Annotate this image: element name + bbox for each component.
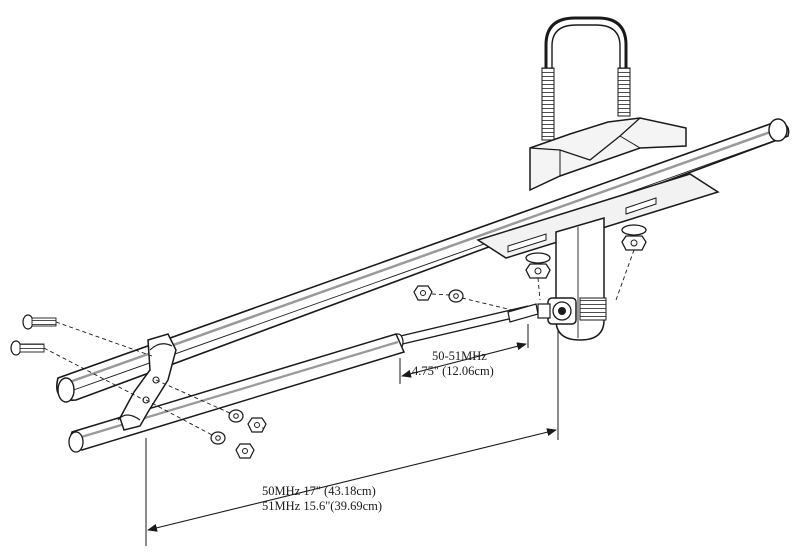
dimension-short-band-label: 50-51MHz [432, 349, 487, 363]
washer-1 [228, 409, 244, 423]
gamma-nut [413, 285, 433, 301]
dimension-short [399, 324, 529, 384]
coax-connector [537, 297, 607, 325]
nut-2 [235, 443, 255, 459]
dimension-long [145, 330, 559, 546]
washer-2 [210, 431, 226, 445]
gamma-rod [391, 303, 539, 351]
mast-bracket [529, 117, 687, 192]
gamma-tube-end [68, 431, 84, 453]
nut-1 [247, 417, 267, 433]
boom-tube [56, 118, 790, 403]
dimension-short-length-label: 4.75" (12.06cm) [412, 364, 494, 378]
boom-end [57, 377, 75, 403]
screw-lower [10, 340, 45, 356]
u-bolt-thread-right [617, 67, 631, 117]
dimension-long-50mhz-label: 50MHz 17" (43.18cm) [262, 484, 376, 498]
plate-nut-right [621, 224, 647, 251]
u-bolt-thread-left [541, 67, 555, 141]
shorting-strap [117, 333, 177, 431]
u-bolt [541, 16, 631, 141]
gamma-tube [68, 333, 406, 453]
gamma-washer [448, 289, 464, 303]
screw-upper [22, 314, 57, 330]
plate-nut-left [525, 252, 551, 279]
dimension-long-51mhz-label: 51MHz 15.6"(39.69cm) [262, 499, 383, 513]
